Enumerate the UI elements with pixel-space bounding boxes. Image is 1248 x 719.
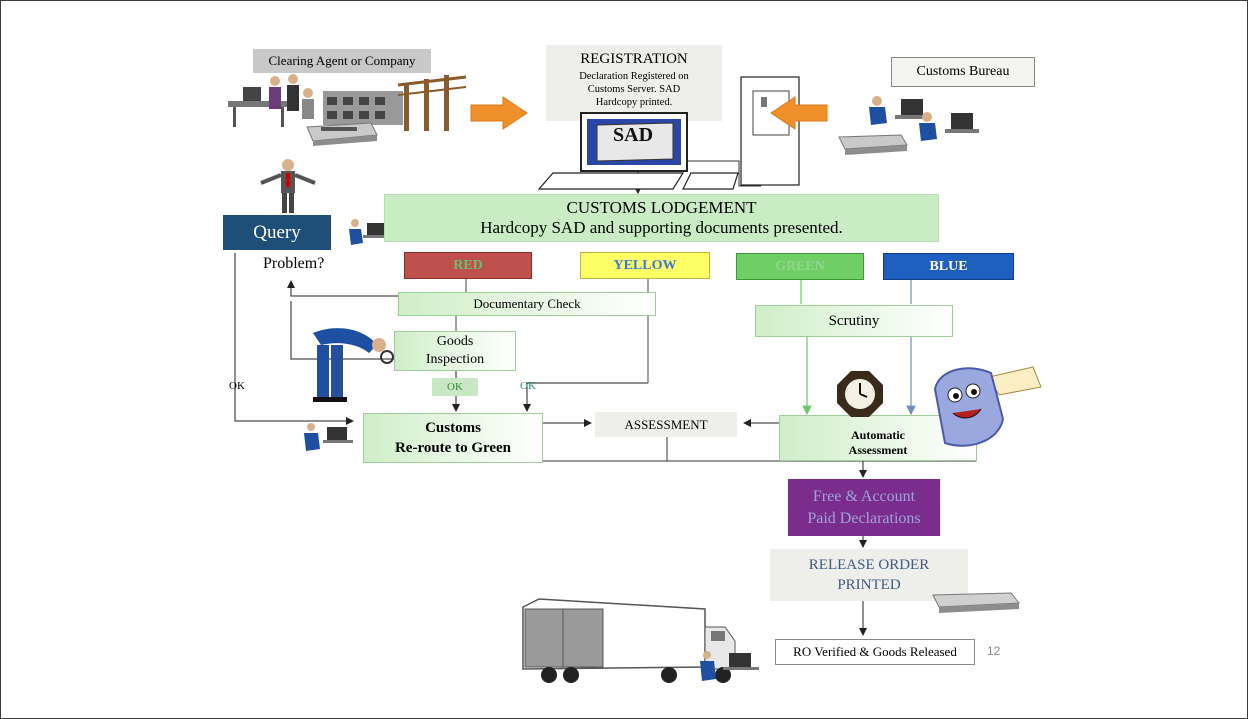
green-lane-box: GREEN [736, 253, 864, 280]
goods-inspection-box: Goods Inspection [394, 331, 516, 371]
customs-reroute-box: Customs Re-route to Green [363, 413, 543, 463]
lodgement-body: Hardcopy SAD and supporting documents pr… [480, 218, 843, 237]
arrow-left-icon [770, 96, 828, 130]
free-account-box: Free & Account Paid Declarations [788, 479, 940, 536]
page-number: 12 [987, 644, 1001, 658]
red-lane-box: RED [404, 252, 532, 279]
server-icon [740, 76, 800, 186]
printer-icon [306, 122, 378, 146]
office-workers-icon [228, 74, 403, 127]
ok-query-label: OK [229, 380, 245, 392]
lodgement-title: CUSTOMS LODGEMENT [566, 198, 757, 217]
clearing-agent-label: Clearing Agent or Company [253, 49, 431, 73]
customs-lodgement-box: CUSTOMS LODGEMENT Hardcopy SAD and suppo… [384, 194, 939, 242]
query-box: Query [223, 215, 331, 250]
registration-title: REGISTRATION [580, 51, 688, 67]
computer-user-icon [349, 219, 391, 245]
printer-icon [932, 592, 1021, 613]
yellow-lane-box: YELLOW [580, 252, 710, 279]
blue-lane-box: BLUE [883, 253, 1014, 280]
printer-icon [838, 134, 908, 155]
inspector-icon [313, 328, 394, 402]
ro-verified-box: RO Verified & Goods Released [775, 639, 975, 665]
clock-icon [837, 371, 883, 417]
release-order-box: RELEASE ORDER PRINTED [770, 549, 968, 601]
assessment-box: ASSESSMENT [595, 412, 737, 437]
sad-label: SAD [613, 124, 654, 146]
ok-doc-label: OK [520, 380, 536, 392]
scrutiny-box: Scrutiny [755, 305, 953, 337]
problem-label: Problem? [263, 255, 325, 272]
registration-body: Declaration Registered on Customs Server… [579, 71, 689, 108]
computer-user-icon [304, 423, 353, 451]
computer-icon [537, 112, 739, 190]
ok-goods-label: OK [432, 378, 478, 396]
customs-bureau-label: Customs Bureau [891, 57, 1035, 87]
puzzled-man-icon [260, 159, 316, 213]
registration-box: REGISTRATION Declaration Registered on C… [546, 45, 722, 121]
computer-user-icon [700, 651, 759, 681]
factory-icon [397, 75, 467, 131]
customs-workers-icon [869, 96, 979, 141]
arrow-right-icon [470, 96, 528, 130]
fax-machine-icon [933, 366, 1042, 447]
documentary-check-box: Documentary Check [398, 292, 656, 316]
